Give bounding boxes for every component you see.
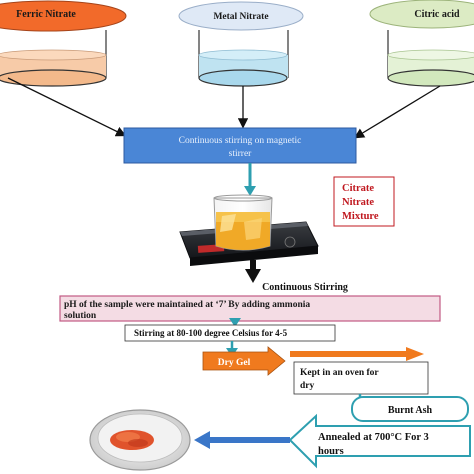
citric-lid <box>369 0 474 29</box>
svg-text:Citrate: Citrate <box>342 183 374 194</box>
dry-gel-text: Dry Gel <box>218 358 251 368</box>
ph-box-bg <box>59 295 441 322</box>
teal-arrow-head-2 <box>229 318 241 327</box>
teal-arrow-head-1 <box>244 186 256 196</box>
metal-nitrate-label: Metal Nitrate <box>213 12 268 22</box>
citric-acid-label: Citric acid <box>414 9 460 20</box>
stirring-temp-box: Stirring at 80-100 degree Celsius for 4-… <box>124 324 336 342</box>
svg-text:Kept in an oven for: Kept in an oven for <box>300 368 379 378</box>
burnt-ash-bg <box>351 396 469 422</box>
stirring-box-line2: stirrer <box>229 149 253 159</box>
oven-box: Kept in an oven for dry <box>293 361 429 395</box>
ferric-lid <box>0 0 127 32</box>
mixture-label-box: Citrate Nitrate Mixture <box>333 176 395 227</box>
burnt-ash-text: Burnt Ash <box>388 405 433 416</box>
blue-left-arrow <box>194 431 290 449</box>
ferric-nitrate-label: Ferric Nitrate <box>16 9 76 20</box>
stirring-box-line1: Continuous stirring on magnetic <box>179 136 302 146</box>
metal-nitrate-beaker: Metal Nitrate <box>178 1 304 87</box>
dry-gel-arrow: Dry Gel <box>202 346 286 376</box>
svg-text:Mixture: Mixture <box>342 211 379 222</box>
oven-box-bg <box>293 361 429 395</box>
stirrer-photo <box>179 194 319 266</box>
black-down-arrow <box>245 260 261 283</box>
arrow-citric-to-stirrer <box>353 85 441 139</box>
stirring-temp-bg <box>124 324 336 342</box>
mixture-box-border <box>333 176 395 227</box>
svg-text:solution: solution <box>64 311 97 321</box>
dry-gel-shape <box>202 346 286 376</box>
continuous-stirring-label: Continuous Stirring <box>262 282 348 293</box>
final-powder-dish <box>89 409 191 471</box>
svg-text:dry: dry <box>300 381 315 391</box>
ferric-nitrate-beaker: Ferric Nitrate <box>0 0 127 87</box>
arrow-ferric-to-stirrer <box>7 77 127 137</box>
svg-text:hours: hours <box>318 446 344 457</box>
stirring-box: Continuous stirring on magnetic stirrer <box>123 127 357 164</box>
svg-text:pH of the sample were maintain: pH of the sample were maintained at ‘7’ … <box>64 299 310 310</box>
citric-acid-beaker: Citric acid <box>369 0 474 87</box>
stirring-box-bg <box>123 127 357 164</box>
metal-lid <box>178 1 304 31</box>
svg-text:Annealed at 700°C For 3: Annealed at 700°C For 3 <box>318 432 429 443</box>
oven-orange-arrow <box>290 347 424 361</box>
svg-text:Nitrate: Nitrate <box>342 197 374 208</box>
stirring-temp-text: Stirring at 80-100 degree Celsius for 4-… <box>134 328 288 338</box>
annealed-arrow-shape <box>288 413 471 469</box>
burnt-ash-box: Burnt Ash <box>351 396 469 422</box>
ph-box: pH of the sample were maintained at ‘7’ … <box>59 295 441 322</box>
stirrer-knob <box>284 236 296 248</box>
annealed-arrow: Annealed at 700°C For 3 hours <box>288 413 471 469</box>
